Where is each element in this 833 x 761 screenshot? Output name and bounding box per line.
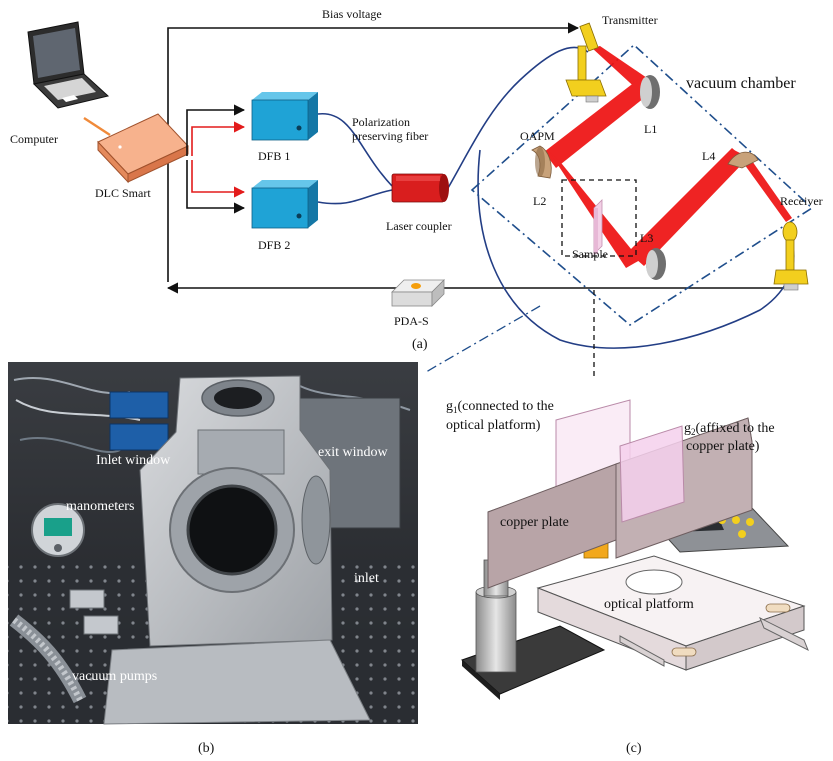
- lens-l4-label: L4: [702, 149, 715, 163]
- laser-coupler-label: Laser coupler: [386, 219, 452, 233]
- support-pillar: [475, 591, 517, 673]
- bias-voltage-line: [167, 22, 580, 282]
- laser-coupler: [391, 173, 449, 203]
- inlet-label: inlet: [354, 571, 379, 586]
- polarization-fibers: [317, 46, 795, 349]
- dfb1-label: DFB 1: [258, 149, 290, 163]
- oapm-label: OAPM: [520, 129, 555, 143]
- optical-platform-hole: [625, 569, 683, 595]
- top-window: [214, 387, 262, 409]
- g1-label-line2: optical platform): [446, 418, 541, 433]
- pda-s-photodetector: [391, 279, 445, 307]
- oapm-mirror-l2-icon: [531, 145, 552, 179]
- g2-glass: [619, 425, 685, 523]
- main-window: [186, 484, 278, 576]
- dlc-smart-box: [97, 113, 189, 184]
- usb-cable: [83, 116, 111, 137]
- panel-a-schematic: Bias voltage Computer DLC Smart: [10, 7, 823, 380]
- caption-c: (c): [626, 741, 642, 756]
- fiber-label-line2: preserving fiber: [352, 129, 428, 143]
- sample-icon: [593, 199, 603, 255]
- g1-label-line1: g1(connected to the: [446, 399, 554, 415]
- inlet-window-label: Inlet window: [96, 453, 171, 468]
- transmitter-mount-icon: [565, 22, 607, 103]
- pda-s-label: PDA-S: [394, 314, 429, 328]
- lens-l1-icon: [640, 75, 660, 109]
- exit-window-flange: [301, 475, 331, 565]
- sample-zoom-box: [561, 179, 637, 257]
- optical-platform-label: optical platform: [604, 597, 694, 612]
- manometers-label: manometers: [66, 499, 134, 514]
- vacuum-chamber-label: vacuum chamber: [686, 75, 796, 92]
- blue-device-2: [109, 423, 169, 451]
- blue-device-1: [109, 391, 169, 419]
- exit-window-label: exit window: [318, 445, 388, 460]
- control-arrows: [186, 104, 246, 214]
- valve-1: [69, 589, 105, 609]
- copper-plate-label: copper plate: [500, 515, 569, 530]
- lens-l1-label: L1: [644, 122, 657, 136]
- receiver-mount-icon: [773, 221, 809, 291]
- fiber-label-line1: Polarization: [352, 115, 410, 129]
- g2-label-line2: copper plate): [686, 439, 760, 454]
- computer-laptop-icon: [27, 21, 110, 109]
- dfb1-laser-module: [251, 92, 318, 141]
- chamber-base: [103, 639, 371, 725]
- receiver-label: Receiver: [780, 194, 823, 208]
- platform-foot-2: [765, 603, 791, 613]
- valve-2: [83, 615, 119, 635]
- panel-b-photo: Inlet window exit window manometers inle…: [8, 362, 418, 756]
- dfb2-label: DFB 2: [258, 238, 290, 252]
- caption-b: (b): [198, 741, 215, 756]
- manometer-gauge: [31, 503, 85, 557]
- computer-label: Computer: [10, 132, 58, 146]
- bias-voltage-label: Bias voltage: [322, 7, 382, 21]
- platform-foot-1: [671, 647, 697, 657]
- chamber-connector: [425, 305, 541, 373]
- lens-l3-icon: [646, 248, 666, 280]
- panel-c-sample-holder: g1(connected to the optical platform) g2…: [446, 399, 809, 756]
- dfb2-laser-module: [251, 180, 318, 229]
- lens-l3-label: L3: [640, 231, 653, 245]
- lens-l2-label: L2: [533, 194, 546, 208]
- caption-a: (a): [412, 337, 428, 352]
- g2-label-line1: g2(affixed to the: [684, 421, 775, 437]
- dlc-smart-label: DLC Smart: [95, 186, 151, 200]
- sample-label: Sample: [572, 247, 608, 261]
- lens-l4-icon: [727, 151, 759, 169]
- vacuum-pumps-label: vacuum pumps: [72, 669, 157, 684]
- transmitter-label: Transmitter: [602, 13, 658, 27]
- inlet-window-block: [197, 429, 285, 475]
